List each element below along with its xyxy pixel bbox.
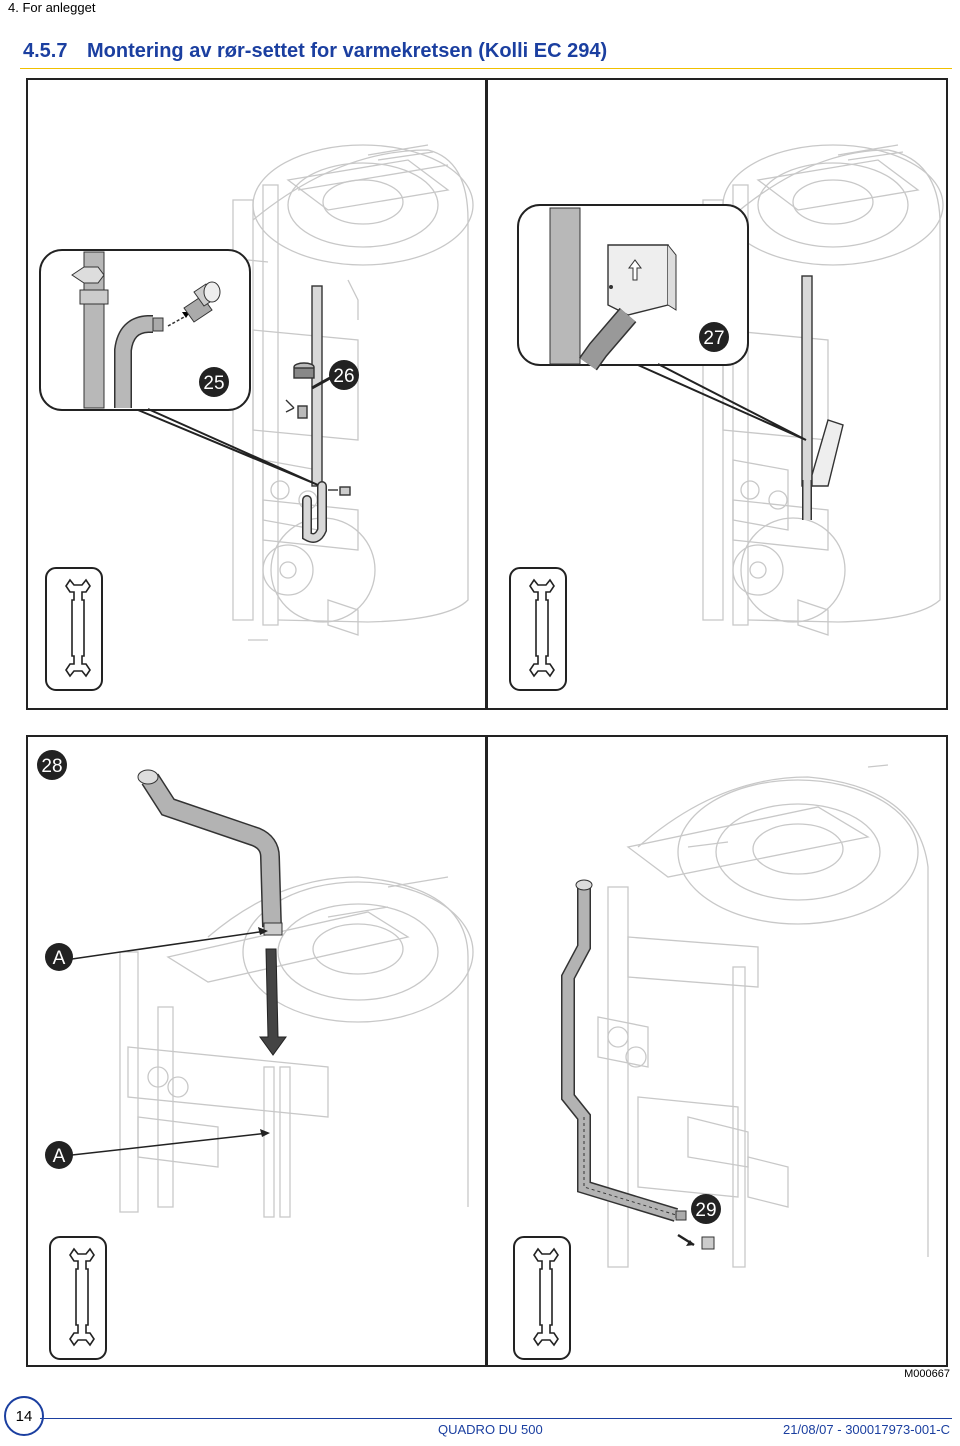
callout-a-upper: A <box>45 943 73 971</box>
title-divider <box>20 68 952 69</box>
svg-text:A: A <box>53 948 66 969</box>
svg-text:29: 29 <box>695 1200 716 1221</box>
step-badge-27: 27 <box>699 322 729 352</box>
svg-text:A: A <box>53 1146 66 1167</box>
wrench-icon <box>509 567 567 691</box>
wrench-icon <box>49 1236 107 1360</box>
panel-step-29: 29 <box>486 735 948 1367</box>
panel-step-27: 27 <box>486 78 948 710</box>
panel-step-28: 28 A A <box>26 735 487 1367</box>
illustration-step-29: 29 <box>513 764 929 1360</box>
step-badge-26: 26 <box>311 360 359 390</box>
svg-text:25: 25 <box>203 373 224 394</box>
illustration-step-27: 27 <box>509 144 944 691</box>
section-title-text: Montering av rør-settet for varmekretsen… <box>87 40 608 62</box>
panel-step-25-26: 25 26 <box>26 78 487 710</box>
detail-zoom-bubble-25 <box>39 249 319 486</box>
section-number: 4.5.7 <box>23 40 68 62</box>
footer-divider <box>40 1418 952 1419</box>
illustration-step-25-26: 25 26 <box>39 144 474 691</box>
step-badge-28: 28 <box>37 750 67 780</box>
callout-a-lower: A <box>45 1141 73 1169</box>
detail-zoom-bubble-27 <box>517 204 807 441</box>
page-number-badge: 14 <box>4 1396 44 1436</box>
step-badge-29: 29 <box>691 1194 721 1224</box>
pipe-bent <box>137 769 283 936</box>
callout-lines <box>71 927 270 1156</box>
svg-text:28: 28 <box>41 756 62 777</box>
step-badge-25: 25 <box>199 367 229 397</box>
footer-product-name: QUADRO DU 500 <box>438 1422 543 1437</box>
page-title: 4.5.7 Montering av rør-settet for varmekr… <box>23 40 607 63</box>
svg-text:27: 27 <box>703 328 724 349</box>
pipe-installed <box>561 879 715 1250</box>
svg-text:26: 26 <box>333 366 354 387</box>
wrench-icon <box>513 1236 571 1360</box>
figure-code: M000667 <box>904 1368 950 1380</box>
down-arrow <box>259 948 287 1056</box>
illustration-step-28: 28 A A <box>37 750 474 1360</box>
header-section-label: 4. For anlegget <box>8 0 96 15</box>
footer-reference: 21/08/07 - 300017973-001-C <box>783 1422 950 1437</box>
wrench-icon <box>45 567 103 691</box>
